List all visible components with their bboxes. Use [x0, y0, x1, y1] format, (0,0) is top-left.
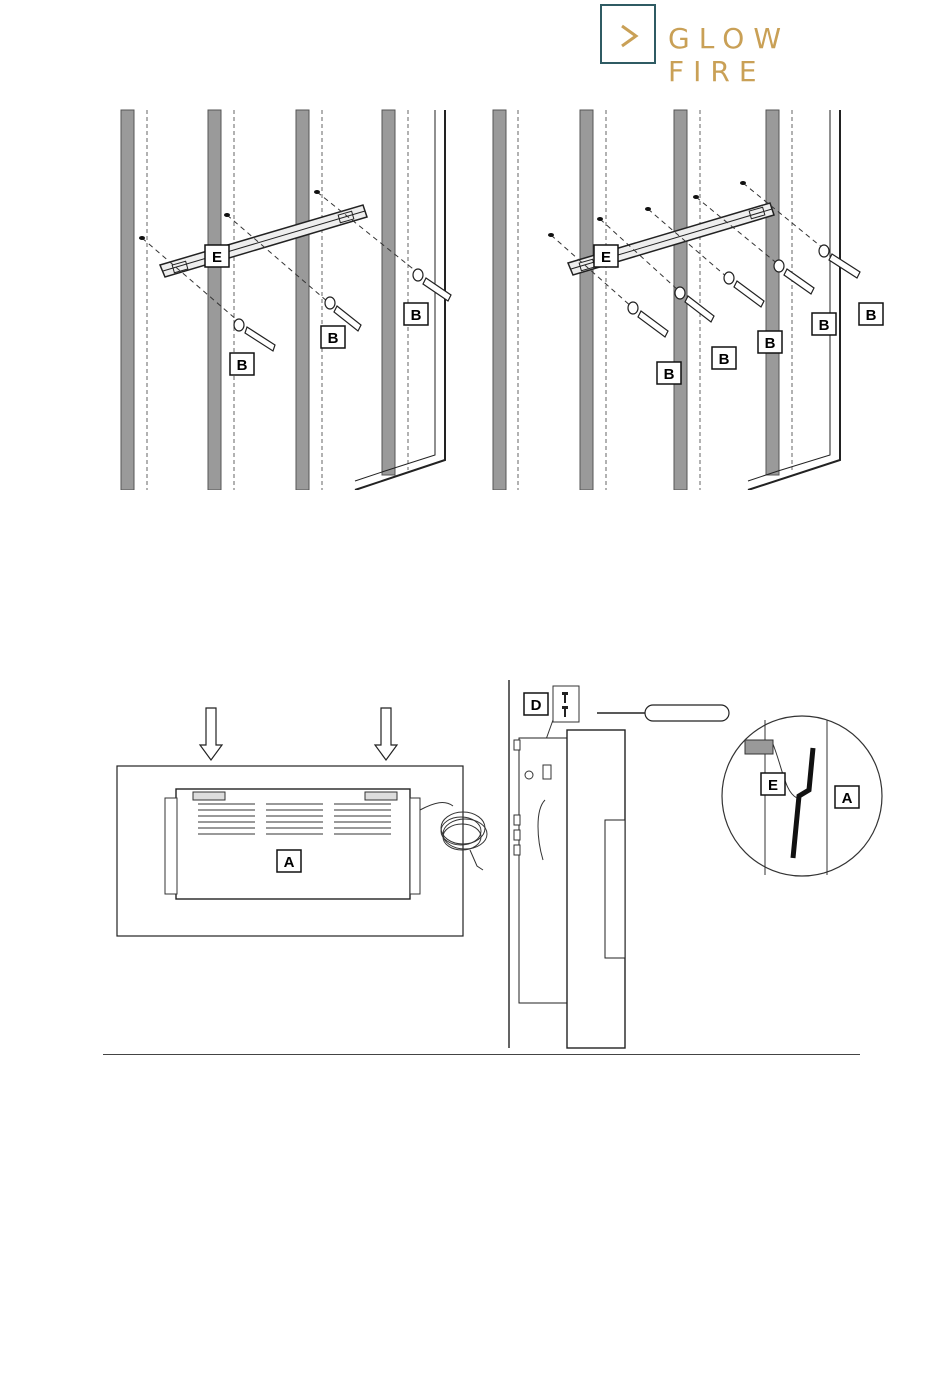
- brand-name: GLOW FIRE: [668, 22, 870, 88]
- detail-unit-label: A: [842, 790, 853, 807]
- unit-label: A: [284, 854, 295, 871]
- figure-unit-front: A: [105, 700, 500, 945]
- screw-label: B: [866, 307, 877, 324]
- anchor-label: D: [531, 697, 542, 714]
- screw-label: B: [411, 307, 422, 324]
- logo-frame: [600, 4, 656, 64]
- screw-label: B: [664, 366, 675, 383]
- detail-bracket-label: E: [768, 777, 778, 794]
- screw-label: B: [819, 317, 830, 334]
- screw-label: B: [237, 357, 248, 374]
- screw-label: B: [328, 330, 339, 347]
- section-divider: [103, 1054, 860, 1055]
- bracket-label: E: [601, 249, 611, 266]
- screw-label: B: [765, 335, 776, 352]
- glow-fire-logo: GLOW FIRE: [600, 4, 870, 68]
- figure-unit-side: D E A: [505, 680, 890, 1050]
- figure-bracket-three-screws: E B B B: [115, 105, 460, 490]
- bracket-label: E: [212, 249, 222, 266]
- figure-bracket-five-screws: E B B B B B: [488, 105, 888, 490]
- screw-label: B: [719, 351, 730, 368]
- chevron-right-icon: [602, 6, 654, 62]
